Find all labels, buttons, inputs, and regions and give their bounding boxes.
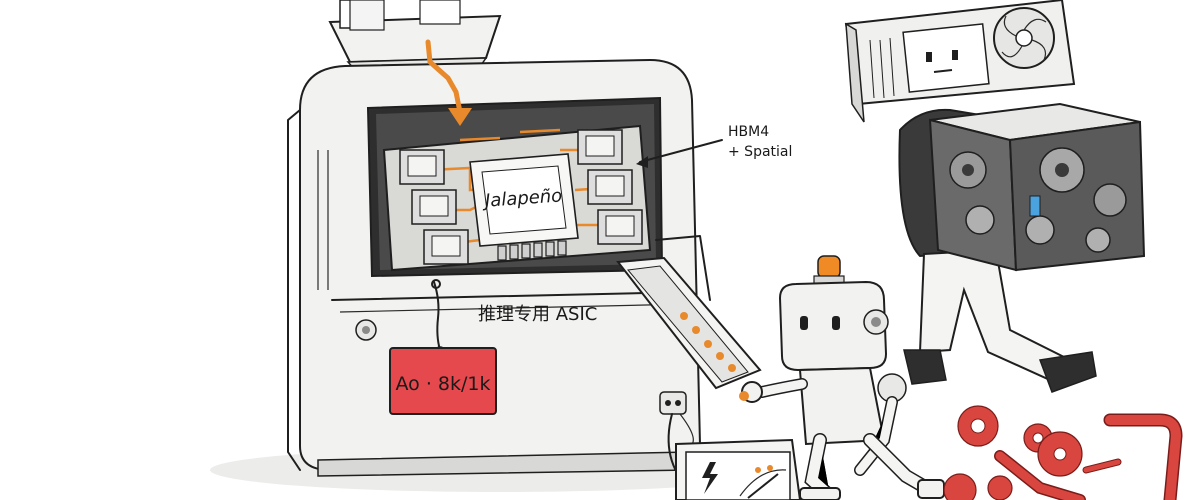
lightning-icon	[702, 462, 718, 494]
red-gear	[987, 475, 1013, 500]
gpu-card	[844, 0, 1076, 123]
callout-line-2: + Spatial	[728, 144, 792, 160]
red-pipe	[995, 451, 1085, 500]
gpu-fan-icon	[993, 7, 1055, 69]
gearbox-cube	[928, 102, 1146, 272]
power-socket	[659, 391, 687, 415]
price-tag: Ao · 8k/1k	[389, 279, 497, 415]
red-rod	[1083, 459, 1121, 473]
red-pipe	[1105, 415, 1182, 500]
robot	[739, 255, 945, 500]
floor-parts	[943, 405, 1183, 500]
price-tag-label: Ao · 8k/1k	[396, 373, 491, 395]
gpu-head-person	[844, 0, 1146, 393]
voltage-meter	[675, 438, 802, 500]
machine-label: 推理专用 ASIC	[478, 304, 597, 325]
hbm-callout: HBM4 + Spatial	[636, 124, 792, 168]
warning-beacon-icon	[813, 255, 845, 285]
output-chute	[616, 235, 762, 390]
red-gear	[943, 473, 977, 500]
callout-line-1: HBM4	[728, 124, 769, 140]
jalapeno-processor: Jalapeño	[469, 153, 579, 261]
input-arrow	[425, 39, 472, 126]
circuit-board: Jalapeño	[382, 124, 652, 272]
